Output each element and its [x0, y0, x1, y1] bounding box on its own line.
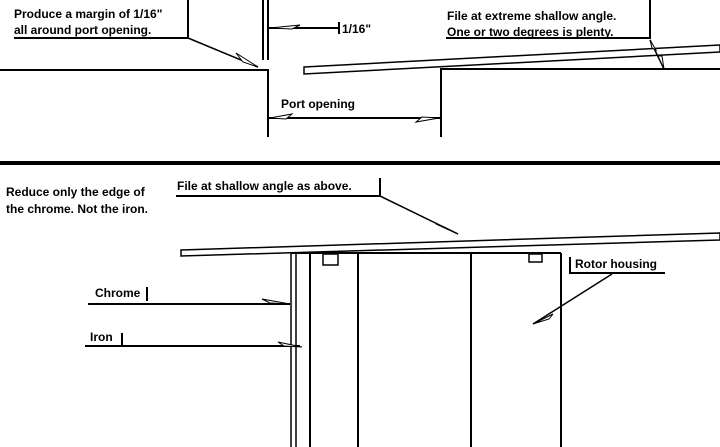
port-edge [440, 68, 720, 137]
arrowhead-icon [532, 313, 554, 325]
arrowhead-icon [657, 55, 665, 70]
angle-callout: File at extreme shallow angle. One or tw… [446, 0, 665, 70]
reduce-note-line-2: the chrome. Not the iron. [6, 202, 148, 216]
arrowhead-icon [414, 116, 440, 123]
rotor-housing [290, 252, 562, 447]
arrowhead-icon [649, 39, 658, 52]
file-bar [303, 44, 720, 75]
section-divider [0, 161, 720, 165]
leader-line [532, 273, 613, 325]
file-bar [180, 232, 720, 257]
arrowhead-icon [269, 24, 301, 30]
rotor-housing-label: Rotor housing [575, 257, 657, 271]
dowel-square [322, 253, 339, 266]
chrome-label: Chrome [95, 286, 141, 300]
arrowhead-icon [269, 113, 294, 120]
angle-note-line-1: File at extreme shallow angle. [447, 9, 616, 23]
arrowhead-icon [277, 341, 303, 348]
file-note: File at shallow angle as above. [177, 179, 352, 193]
iron-label: Iron [90, 330, 113, 344]
port-edge [0, 69, 269, 137]
margin-callout: Produce a margin of 1/16" all around por… [14, 0, 259, 68]
callout-frame [446, 0, 651, 39]
callout-frame [569, 257, 665, 274]
file-callout: File at shallow angle as above. [176, 178, 459, 235]
arrowhead-icon [235, 52, 259, 68]
arrowhead-icon [261, 298, 291, 305]
margin-note-line-2: all around port opening. [14, 23, 151, 37]
angle-note-line-2: One or two degrees is plenty. [447, 25, 613, 39]
port-opening-label: Port opening [281, 97, 355, 111]
chrome-callout: Chrome [88, 286, 291, 305]
iron-callout: Iron [85, 330, 303, 348]
reduce-note-line-1: Reduce only the edge of [6, 185, 146, 199]
dowel-square [528, 253, 543, 263]
rotor-callout: Rotor housing [532, 257, 665, 325]
margin-note-line-1: Produce a margin of 1/16" [14, 7, 162, 21]
arrowhead-icon [435, 223, 459, 235]
dimension-label: 1/16" [342, 22, 371, 36]
